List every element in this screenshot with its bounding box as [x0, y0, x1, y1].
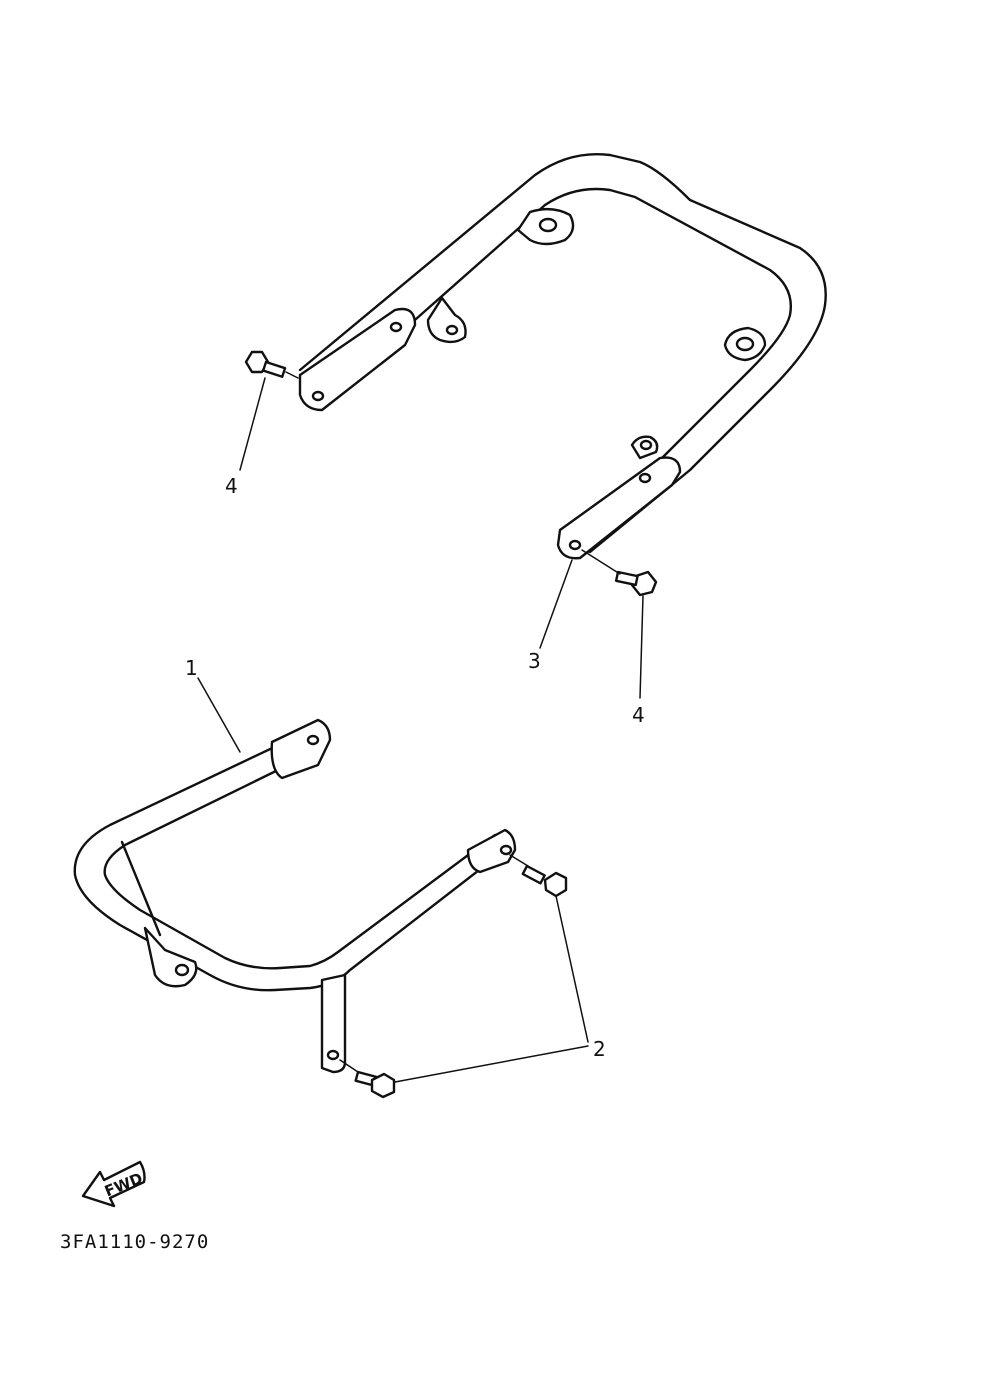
callout-3: 3 [528, 649, 541, 673]
lower-front-guard [73, 718, 517, 1074]
leader-4-upper [239, 377, 266, 471]
callout-4-upper: 4 [225, 474, 238, 498]
bolt-lower-left [339, 1059, 396, 1099]
leader-4-lower [639, 595, 644, 699]
diagram-code: 3FA1110-9270 [60, 1231, 209, 1253]
callout-2: 2 [593, 1037, 606, 1061]
leader-2-b [394, 1045, 589, 1083]
bolt-lower-right [509, 854, 568, 898]
leader-2-a [555, 895, 589, 1043]
leader-1 [197, 677, 241, 753]
bolt-upper-left [244, 350, 299, 379]
bolt-upper-right [581, 549, 658, 597]
callout-4-lower: 4 [632, 703, 645, 727]
upper-rear-frame [298, 153, 827, 560]
callout-1: 1 [185, 656, 198, 680]
leader-3 [539, 559, 573, 649]
forward-arrow-icon: FWD [81, 1160, 146, 1208]
